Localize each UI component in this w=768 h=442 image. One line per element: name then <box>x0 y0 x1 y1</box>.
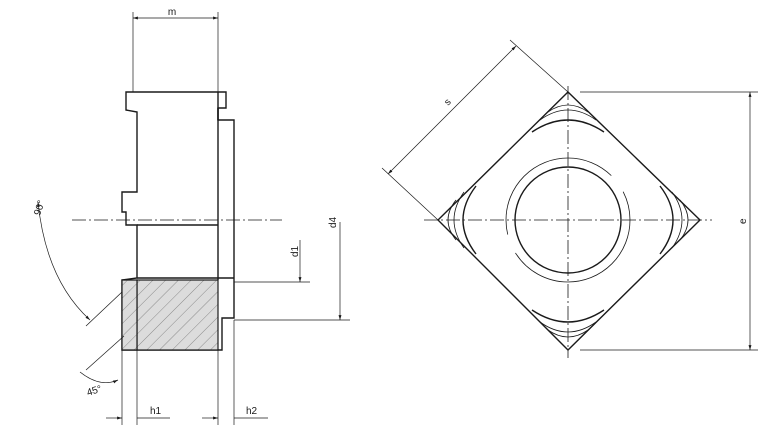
label-d1: d1 <box>290 245 301 257</box>
label-h1: h1 <box>150 406 162 417</box>
square-nut-outline <box>437 91 702 351</box>
label-e: e <box>738 218 749 224</box>
label-h2: h2 <box>246 406 258 417</box>
dimension-h2: h2 <box>202 320 268 425</box>
label-d4: d4 <box>328 216 339 228</box>
angle-45: 45° <box>79 335 125 399</box>
top-view: s e <box>381 39 758 358</box>
dimension-s: s <box>381 39 569 221</box>
hatched-section <box>136 279 219 351</box>
angle-90: 90° <box>32 199 123 327</box>
weld-projection-right <box>671 191 683 249</box>
label-45: 45° <box>86 384 104 399</box>
dimension-h1: h1 <box>106 350 170 425</box>
label-m: m <box>168 7 176 18</box>
label-s: s <box>442 97 453 108</box>
side-view: m d1 d4 90° 45° <box>32 7 350 425</box>
label-90: 90° <box>32 199 47 217</box>
dimension-d1: d1 <box>234 240 310 283</box>
dimension-d4: d4 <box>234 216 350 321</box>
chamfer-section <box>121 279 138 351</box>
dimension-e: e <box>580 91 758 351</box>
dimension-m: m <box>132 7 219 92</box>
